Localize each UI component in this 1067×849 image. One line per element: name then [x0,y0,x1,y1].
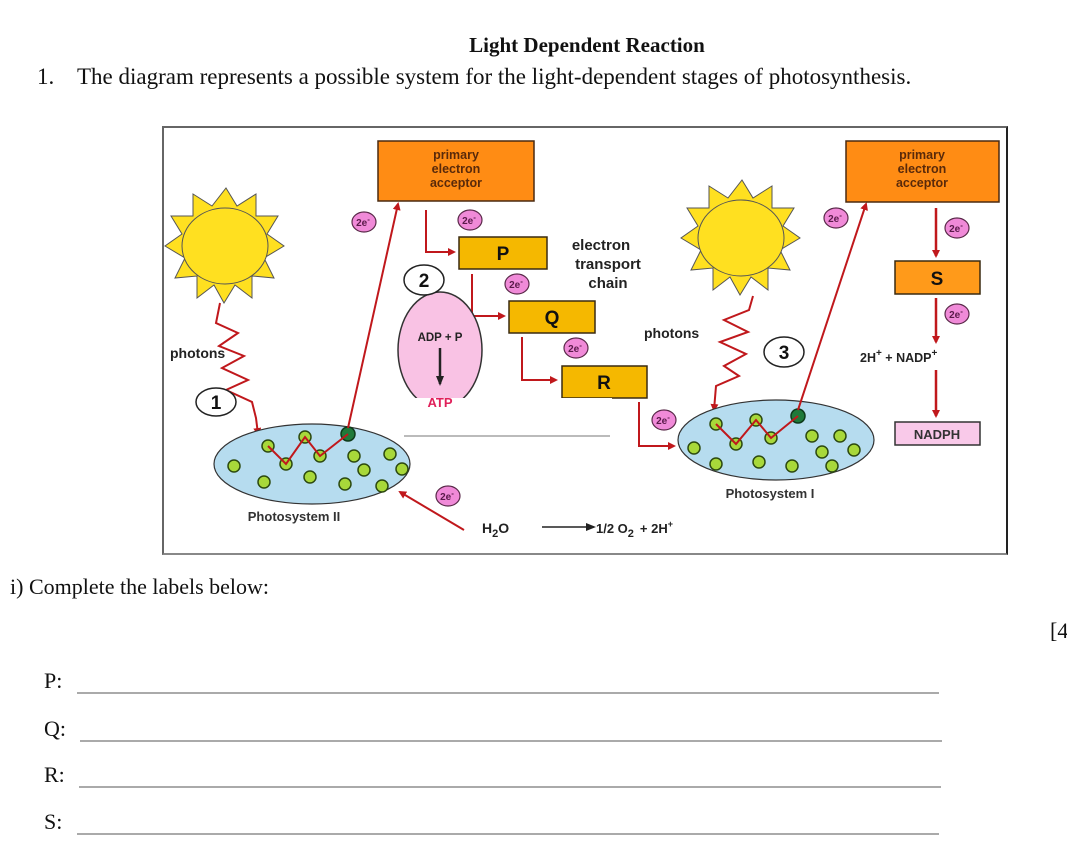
photosystem-i [677,399,875,481]
acceptor-right-line3: acceptor [896,176,948,190]
etc-arrow-p-to-q [471,274,506,320]
acceptor-left-line2: electron [432,162,481,176]
photosystem-ii [213,423,411,505]
electron-badge-label: 2e- [356,215,370,229]
answer-label-s: S: [44,809,63,834]
answer-label-q: Q: [44,716,66,741]
question-text: 1. The diagram represents a possible syst… [37,64,911,90]
answer-label-r: R: [44,762,65,787]
electron-badge-label: 2e- [509,277,523,291]
electron-badge-label: 2e- [440,489,454,503]
step-2-label: 2 [419,271,430,292]
water-electron-arrow [398,490,465,531]
photon-arrow-right [710,295,754,412]
answer-line-s[interactable] [77,833,939,835]
answer-row-p: P: [44,666,944,696]
oxygen-label: 1/2 O2+ 2H+ [596,519,673,540]
carrier-r-label: R [597,373,611,394]
sun-icon-right [680,179,801,296]
answer-row-s: S: [44,807,944,837]
electron-arrow-ps1-to-acceptor [797,202,868,411]
answer-line-p[interactable] [77,692,939,694]
question-body: The diagram represents a possible system… [77,64,912,89]
carrier-q-label: Q [545,308,560,329]
acceptor-right-line2: electron [898,162,947,176]
nadph-label: NADPH [914,427,960,442]
answer-row-q: Q: [44,714,944,744]
carrier-s-label: S [931,269,944,290]
step-2-circle [403,264,445,296]
etc-arrow-acceptor-to-p [425,210,456,256]
carrier-q-box [508,300,596,334]
answer-row-r: R: [44,760,944,790]
photosystem-i-label: Photosystem I [726,486,815,501]
step-1-circle [195,387,237,417]
primary-electron-acceptor-left [377,140,535,202]
etc-arrow-q-to-r [521,337,558,384]
etc-label-line3: chain [588,275,627,292]
photosynthesis-diagram: primary electron acceptor primary electr… [162,126,1008,555]
step-3-circle [763,336,805,368]
adp-label: ADP + P [418,332,463,344]
primary-electron-acceptor-right [845,140,1000,203]
step-1-label: 1 [211,393,222,414]
electron-badge-label: 2e- [462,213,476,227]
etc-arrow-r-to-ps1 [638,402,676,450]
sun-icon-left [164,187,285,304]
instruction-text: i) Complete the labels below: [10,574,270,599]
marks-indicator: [4 [1050,618,1067,643]
electron-badge-label: 2e- [568,341,582,355]
acceptor-left-line1: primary [433,148,479,162]
atp-label: ATP [427,395,452,410]
carrier-p-box [458,236,548,270]
electron-badges [351,207,970,507]
etc-label-line1: electron [572,237,630,254]
nadp-label: 2H+ + NADP+ [860,348,938,365]
answer-line-q[interactable] [80,740,942,742]
electron-badge-label: 2e- [828,211,842,225]
photons-label-left: photons [170,345,225,361]
electron-badge-label: 2e- [656,413,670,427]
acceptor-right-line1: primary [899,148,945,162]
etc-label-line2: transport [575,256,641,273]
electron-badge-label: 2e- [949,307,963,321]
electron-badge-label: 2e- [949,221,963,235]
electron-arrow-ps2-to-acceptor [347,202,401,429]
page-title: Light Dependent Reaction [469,33,705,57]
carrier-s-box [894,260,981,295]
photosystem-ii-label: Photosystem II [248,509,340,524]
step-3-label: 3 [779,343,790,364]
carrier-p-label: P [497,244,510,265]
water-label: H2O [482,520,509,540]
acceptor-left-line3: acceptor [430,176,482,190]
nadph-box [894,421,981,446]
answer-label-p: P: [44,668,63,693]
photons-label-right: photons [644,325,699,341]
photon-arrow-left [214,302,262,436]
question-number: 1. [37,64,55,89]
answer-line-r[interactable] [79,786,941,788]
